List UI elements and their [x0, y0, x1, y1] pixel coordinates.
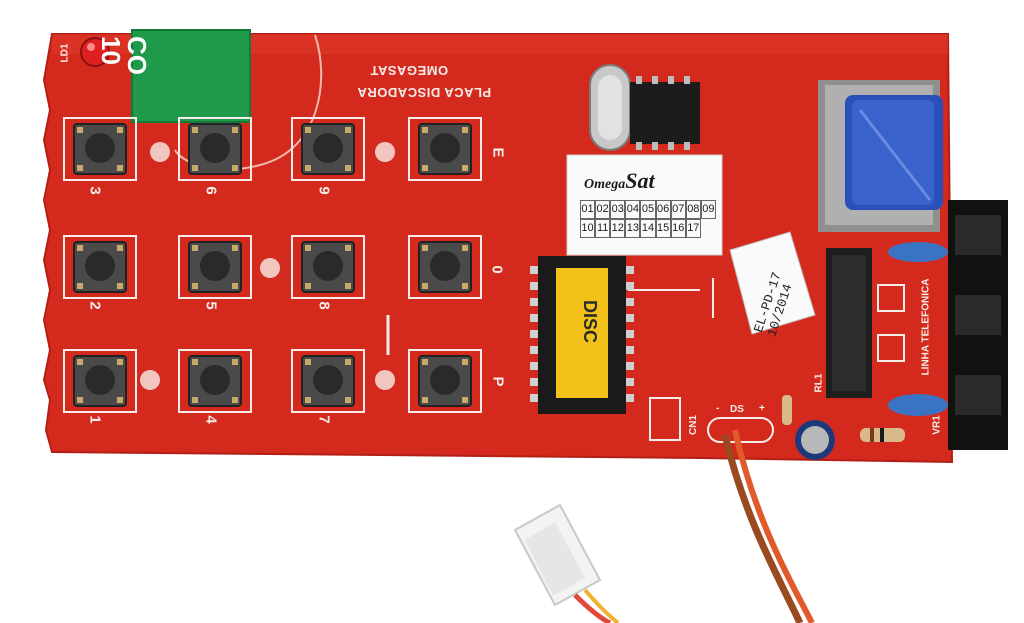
green-tag [131, 29, 251, 123]
keypad-button-8[interactable] [291, 235, 365, 299]
keypad-button-7[interactable] [291, 349, 365, 413]
pcb-board [42, 33, 954, 464]
dip-pin [530, 282, 538, 290]
dip-pin [626, 298, 634, 306]
keypad-button-3[interactable] [63, 117, 137, 181]
keypad-button-6[interactable] [178, 117, 252, 181]
ic-disc [530, 256, 634, 414]
keypad-button-4[interactable] [178, 349, 252, 413]
keypad-button-E[interactable] [408, 117, 482, 181]
date-tag [729, 231, 816, 335]
dip-pin [530, 394, 538, 402]
dip-pin [530, 314, 538, 322]
dip-pin [626, 362, 634, 370]
led-ld1 [80, 37, 110, 67]
dip-pin [626, 266, 634, 274]
dip-pin [530, 330, 538, 338]
dip-pin [626, 378, 634, 386]
phone-terminal-block [948, 200, 1008, 450]
resistors [782, 395, 905, 442]
dip-pin [626, 330, 634, 338]
dip-pin [530, 362, 538, 370]
dip-pin [626, 314, 634, 322]
keypad-button-0[interactable] [408, 235, 482, 299]
omegasat-sticker [566, 154, 723, 256]
keypad-button-1[interactable] [63, 349, 137, 413]
keypad-button-9[interactable] [291, 117, 365, 181]
dip-pin [530, 266, 538, 274]
board-holes [140, 142, 395, 390]
dip-pin [530, 346, 538, 354]
keypad [63, 117, 482, 413]
ic-8pin [630, 76, 700, 150]
dip-pin [626, 346, 634, 354]
relay-rl1 [826, 248, 872, 398]
blue-capacitors [888, 242, 948, 416]
white-connector-plug [513, 503, 620, 623]
keypad-button-5[interactable] [178, 235, 252, 299]
dip-pin [530, 298, 538, 306]
dip-pin [626, 394, 634, 402]
dip-pin [626, 282, 634, 290]
crystal-oscillator [589, 64, 631, 151]
keypad-button-2[interactable] [63, 235, 137, 299]
electrolytic-capacitor [795, 420, 835, 460]
cable-wires [721, 429, 815, 623]
transformer [818, 80, 943, 232]
keypad-button-P[interactable] [408, 349, 482, 413]
dip-pin [530, 378, 538, 386]
